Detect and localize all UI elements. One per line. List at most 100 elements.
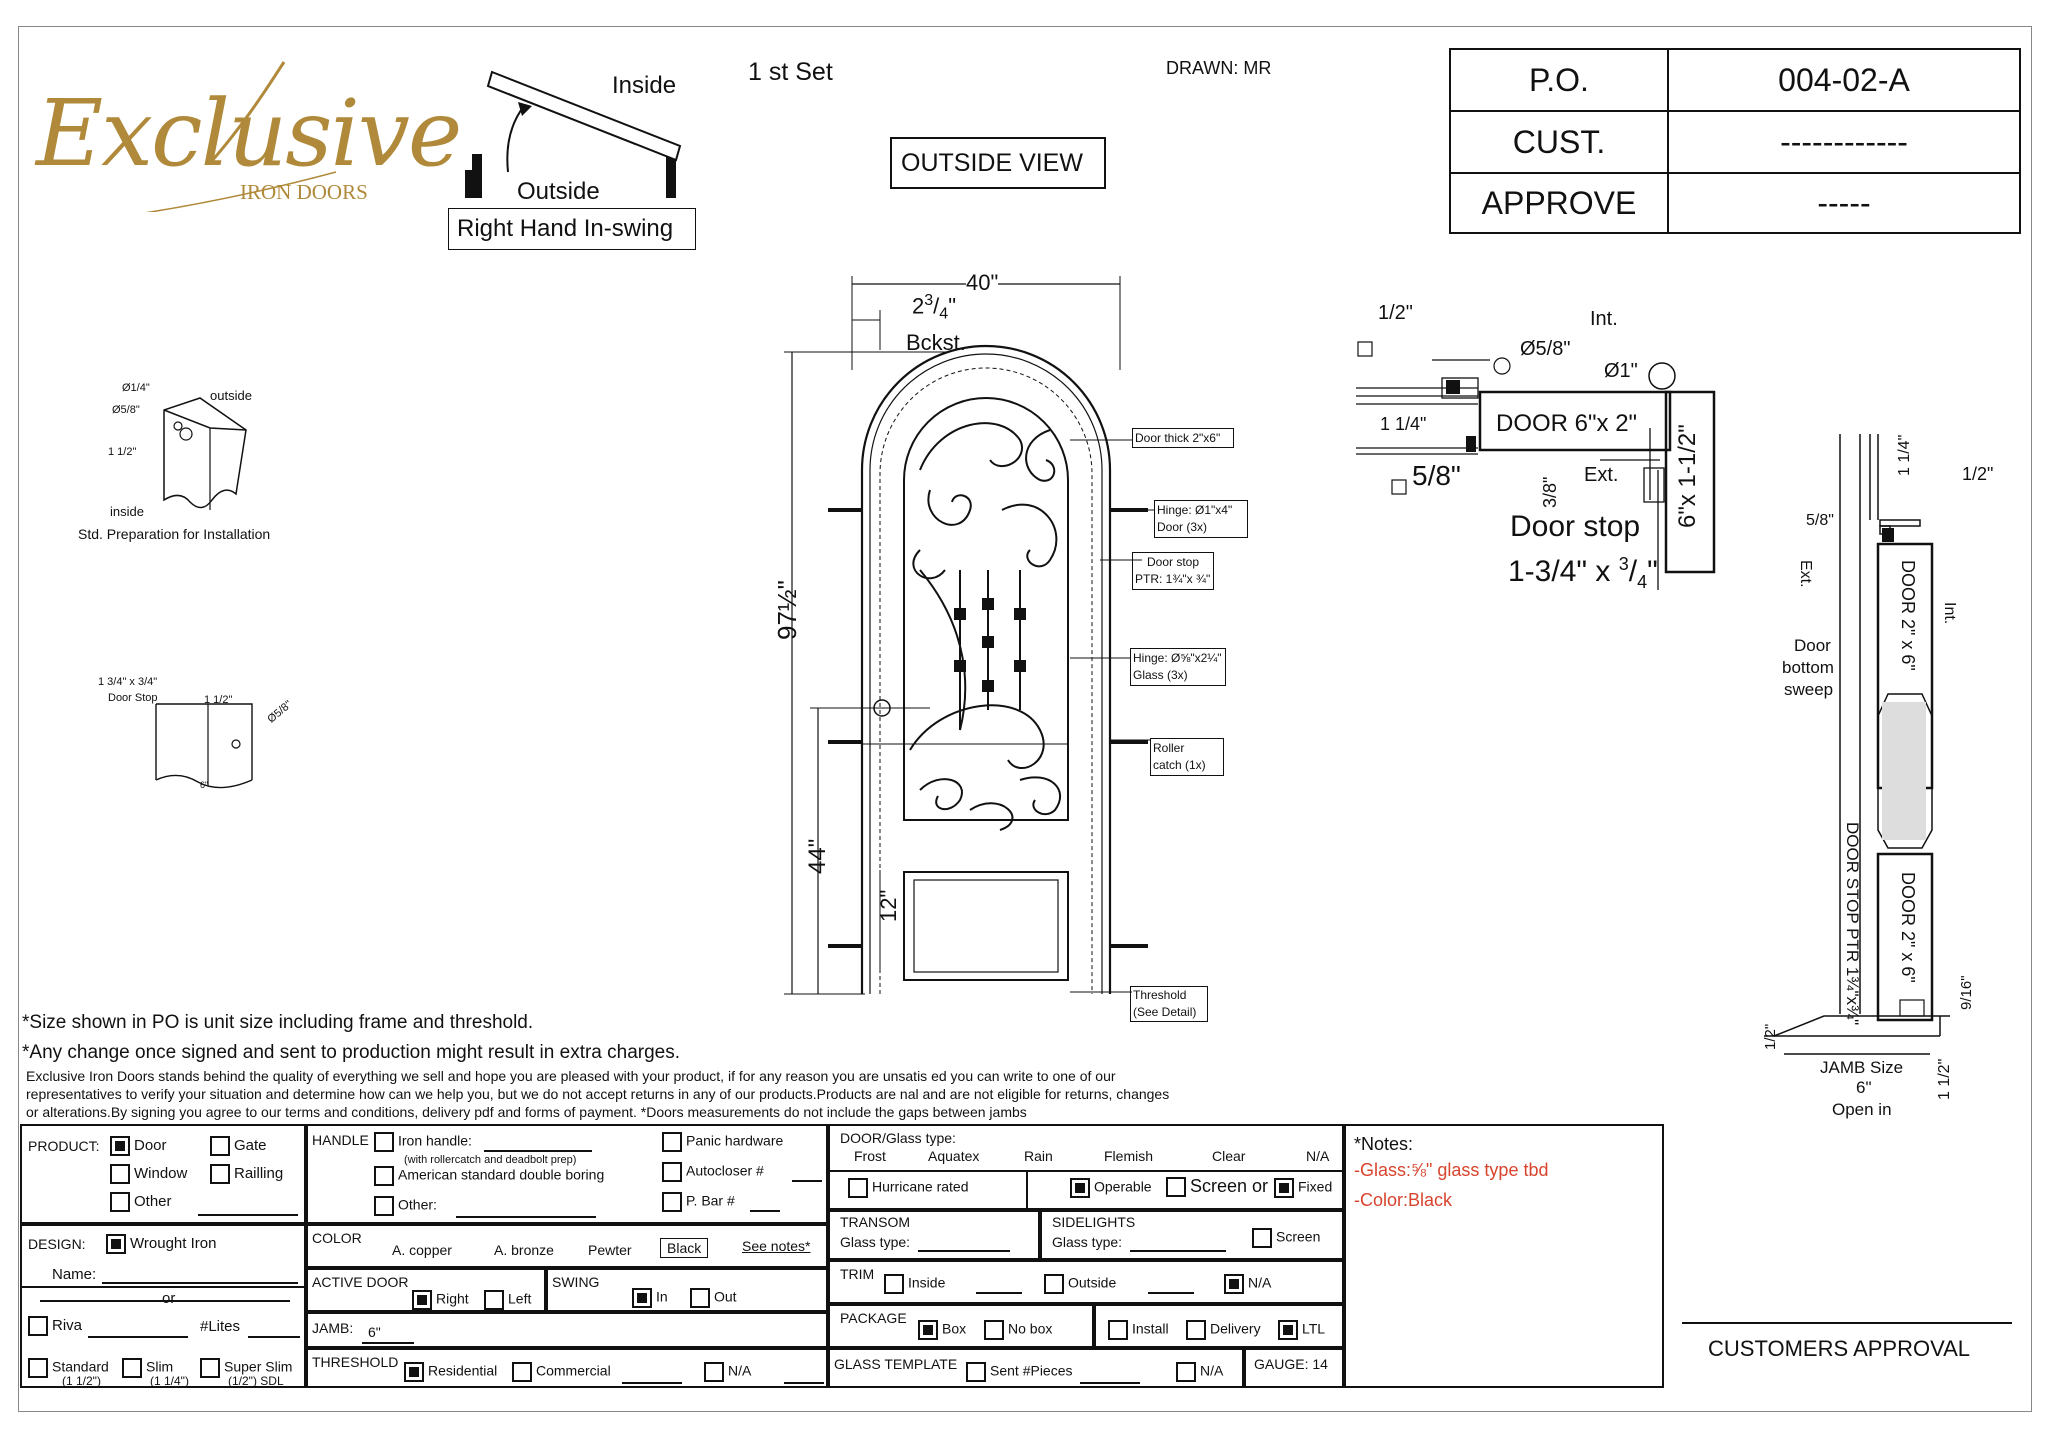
panic-checkbox[interactable] xyxy=(662,1132,682,1152)
product-door-option[interactable]: Door xyxy=(110,1136,167,1156)
riva-checkbox[interactable] xyxy=(28,1316,48,1336)
residential-option[interactable]: Residential xyxy=(404,1362,497,1382)
template-na-option[interactable]: N/A xyxy=(1176,1362,1223,1382)
glass-template-cell: GLASS TEMPLATE Sent #Pieces N/A xyxy=(828,1348,1244,1388)
product-other-option[interactable]: Other xyxy=(110,1192,172,1212)
hurricane-option[interactable]: Hurricane rated xyxy=(848,1178,969,1198)
clear-option[interactable]: Clear xyxy=(1212,1148,1246,1164)
other-checkbox[interactable] xyxy=(110,1192,130,1212)
swing-in-checkbox[interactable] xyxy=(632,1288,652,1308)
pbar-option[interactable]: P. Bar # xyxy=(662,1192,735,1212)
active-left-checkbox[interactable] xyxy=(484,1290,504,1310)
wrought-iron-option[interactable]: Wrought Iron xyxy=(106,1234,216,1254)
commercial-option[interactable]: Commercial xyxy=(512,1362,611,1382)
ltl-option[interactable]: LTL xyxy=(1278,1320,1325,1340)
railing-checkbox[interactable] xyxy=(210,1164,230,1184)
backset-dim: 23/4" xyxy=(912,292,956,323)
box-option[interactable]: Box xyxy=(918,1320,966,1340)
threshold-na-checkbox[interactable] xyxy=(704,1362,724,1382)
template-na-checkbox[interactable] xyxy=(1176,1362,1196,1382)
riva-option[interactable]: Riva xyxy=(28,1316,82,1336)
section-door-bot: DOOR 2" x 6" xyxy=(1898,872,1918,983)
fixed-checkbox[interactable] xyxy=(1274,1178,1294,1198)
superslim-option[interactable]: Super Slim xyxy=(200,1358,292,1378)
threshold-na-option[interactable]: N/A xyxy=(704,1362,751,1382)
product-window-option[interactable]: Window xyxy=(110,1164,187,1184)
superslim-checkbox[interactable] xyxy=(200,1358,220,1378)
active-right-checkbox[interactable] xyxy=(412,1290,432,1310)
screen-or-option[interactable]: Screen or xyxy=(1166,1176,1268,1198)
swing-in-label: In xyxy=(656,1288,668,1305)
handle-other-checkbox[interactable] xyxy=(374,1196,394,1216)
plan-one-quarter: 1 1/4" xyxy=(1380,414,1427,434)
pbar-checkbox[interactable] xyxy=(662,1192,682,1212)
swing-in-option[interactable]: In xyxy=(632,1288,668,1308)
slim-checkbox[interactable] xyxy=(122,1358,142,1378)
residential-checkbox[interactable] xyxy=(404,1362,424,1382)
black-option[interactable]: Black xyxy=(660,1238,709,1258)
flemish-option[interactable]: Flemish xyxy=(1104,1148,1154,1164)
active-right-option[interactable]: Right xyxy=(412,1290,469,1310)
frost-option[interactable]: Frost xyxy=(854,1148,886,1164)
nobox-option[interactable]: No box xyxy=(984,1320,1052,1340)
copper-option[interactable]: A. copper xyxy=(392,1242,452,1258)
iron-handle-checkbox[interactable] xyxy=(374,1132,394,1152)
aquatex-option[interactable]: Aquatex xyxy=(928,1148,980,1164)
note-size: *Size shown in PO is unit size including… xyxy=(22,1012,534,1033)
screen-checkbox[interactable] xyxy=(1252,1228,1272,1248)
install-option[interactable]: Install xyxy=(1108,1320,1169,1340)
swing-out-option[interactable]: Out xyxy=(690,1288,737,1308)
or-divider xyxy=(40,1300,290,1302)
jamb-line xyxy=(362,1342,414,1344)
autocloser-checkbox[interactable] xyxy=(662,1162,682,1182)
standard-option[interactable]: Standard xyxy=(28,1358,109,1378)
delivery-checkbox[interactable] xyxy=(1186,1320,1206,1340)
see-notes-link[interactable]: See notes* xyxy=(742,1238,811,1254)
delivery-option[interactable]: Delivery xyxy=(1186,1320,1261,1340)
install-checkbox[interactable] xyxy=(1108,1320,1128,1340)
iron-handle-option[interactable]: Iron handle: xyxy=(374,1132,472,1152)
callout-door-thick-text: Door thick 2"x6" xyxy=(1135,431,1221,445)
jamb-label: JAMB: xyxy=(312,1320,354,1336)
operable-option[interactable]: Operable xyxy=(1070,1178,1152,1198)
trim-outside-option[interactable]: Outside xyxy=(1044,1274,1116,1294)
installation-prep-drawing xyxy=(163,397,247,510)
screen-option[interactable]: Screen xyxy=(1252,1228,1320,1248)
trim-inside-checkbox[interactable] xyxy=(884,1274,904,1294)
rain-option[interactable]: Rain xyxy=(1024,1148,1053,1164)
handle-other-option[interactable]: Other: xyxy=(374,1196,437,1216)
bronze-option[interactable]: A. bronze xyxy=(494,1242,554,1258)
box-checkbox[interactable] xyxy=(918,1320,938,1340)
window-checkbox[interactable] xyxy=(110,1164,130,1184)
slim-option[interactable]: Slim xyxy=(122,1358,173,1378)
commercial-checkbox[interactable] xyxy=(512,1362,532,1382)
operable-checkbox[interactable] xyxy=(1070,1178,1090,1198)
trim-na-checkbox[interactable] xyxy=(1224,1274,1244,1294)
gate-checkbox[interactable] xyxy=(210,1136,230,1156)
door-height-dim: 97½" xyxy=(772,580,802,640)
american-option[interactable]: American standard double boring xyxy=(374,1166,604,1186)
fixed-option[interactable]: Fixed xyxy=(1274,1178,1332,1198)
pewter-option[interactable]: Pewter xyxy=(588,1242,632,1258)
american-checkbox[interactable] xyxy=(374,1166,394,1186)
trim-outside-checkbox[interactable] xyxy=(1044,1274,1064,1294)
screen-or-checkbox[interactable] xyxy=(1166,1177,1186,1198)
standard-checkbox[interactable] xyxy=(28,1358,48,1378)
nobox-checkbox[interactable] xyxy=(984,1320,1004,1340)
panic-option[interactable]: Panic hardware xyxy=(662,1132,783,1152)
wrought-iron-checkbox[interactable] xyxy=(106,1234,126,1254)
door-checkbox[interactable] xyxy=(110,1136,130,1156)
ltl-checkbox[interactable] xyxy=(1278,1320,1298,1340)
hurricane-checkbox[interactable] xyxy=(848,1178,868,1198)
trim-na-option[interactable]: N/A xyxy=(1224,1274,1271,1294)
product-gate-option[interactable]: Gate xyxy=(210,1136,267,1156)
product-railing-option[interactable]: Railling xyxy=(210,1164,283,1184)
po-value: 004-02-A xyxy=(1778,61,1910,98)
autocloser-option[interactable]: Autocloser # xyxy=(662,1162,764,1182)
swing-out-checkbox[interactable] xyxy=(690,1288,710,1308)
sent-pieces-option[interactable]: Sent #Pieces xyxy=(966,1362,1073,1382)
sent-pieces-checkbox[interactable] xyxy=(966,1362,986,1382)
active-left-option[interactable]: Left xyxy=(484,1290,531,1310)
glass-na-option[interactable]: N/A xyxy=(1306,1148,1330,1164)
trim-inside-option[interactable]: Inside xyxy=(884,1274,945,1294)
